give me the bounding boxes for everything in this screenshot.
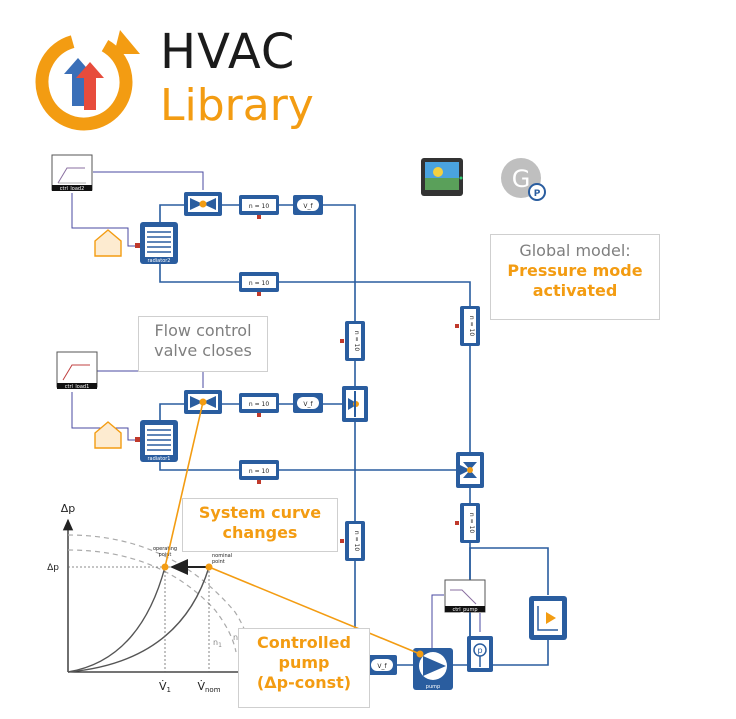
ctrl-load2-block[interactable]: ctrl_load2 (51, 154, 93, 192)
callout-valve-line1: Flow control (154, 321, 252, 340)
junction-lower[interactable] (456, 452, 484, 488)
pipe-segment-vertical[interactable]: n = 10 (340, 321, 365, 361)
pump-block[interactable]: pump (413, 648, 453, 690)
heat-source-label: heat_gas (578, 590, 584, 613)
callout-pump-line1: Controlled (257, 633, 351, 652)
monitor-icon[interactable] (421, 158, 463, 196)
pipe-label: n = 10 (468, 316, 475, 336)
global-model-icon[interactable]: G P (501, 158, 546, 201)
operating-point-label-1: operating (153, 546, 177, 552)
ctrl-load2-label: ctrl_load2 (60, 186, 85, 192)
ctrl-load1-block[interactable]: ctrl_load1 (56, 351, 98, 390)
pipe-label: n = 10 (249, 468, 269, 475)
callout-valve-closes: Flow control valve closes (138, 316, 268, 372)
pipe-label: n = 10 (249, 280, 269, 287)
callout-system-line2: changes (222, 523, 298, 542)
callout-global-line3: activated (532, 281, 618, 300)
callout-valve-line2: valve closes (154, 341, 252, 360)
graph-y-label: Δp (61, 502, 76, 515)
callout-pump-line2: pump (278, 653, 330, 672)
control-valve-2[interactable] (184, 192, 222, 216)
pipe-label: n = 10 (249, 401, 269, 408)
pipe-label: n = 10 (249, 203, 269, 210)
flow-sensor[interactable]: V_f (293, 393, 323, 413)
annotation-lines (164, 401, 421, 655)
pipe-segment[interactable]: n = 10 (239, 272, 279, 296)
pump-label: pump (426, 684, 440, 690)
pipe-label: n = 10 (353, 531, 360, 551)
logo-title-library: Library (160, 80, 314, 131)
ctrl-load1-label: ctrl_load1 (65, 384, 90, 390)
callout-global-line2: Pressure mode (507, 261, 643, 280)
pipe-segment[interactable]: n = 10 (239, 195, 279, 219)
pipe-segment-vertical[interactable]: n = 10 (340, 521, 365, 561)
callout-pump-line3: (Δp-const) (256, 673, 352, 692)
pipe-label: n = 10 (353, 331, 360, 351)
radiator2-block[interactable]: radiator2 (135, 222, 178, 264)
callout-system-curve: System curve changes (182, 498, 338, 552)
radiator2-label: radiator2 (147, 258, 170, 264)
nominal-point-label-1: nominal (212, 553, 232, 559)
callout-global-line1: Global model: (519, 241, 631, 260)
radiator1-label: radiator1 (147, 456, 170, 462)
flow-sensor-label: V_f (303, 203, 313, 210)
pump-curve-graph: Δp V̇ Δp V̇1 V̇nom operating point nomin… (47, 502, 273, 694)
junction-upper[interactable] (342, 386, 368, 422)
global-p-letter: P (534, 189, 541, 199)
heat-source-block[interactable]: heat_gas (529, 590, 584, 640)
flow-sensor[interactable]: V_f (293, 195, 323, 215)
curve-n1-label: n1 (213, 638, 222, 649)
pressure-symbol: p (477, 646, 482, 655)
room-icon (94, 229, 122, 257)
pipe-segment[interactable]: n = 10 (239, 460, 279, 484)
pipe-segment-vertical[interactable]: n = 10 (455, 503, 480, 543)
room-icon (94, 421, 122, 449)
radiator1-block[interactable]: radiator1 (135, 420, 178, 462)
flow-sensor-label: V_f (303, 401, 313, 408)
callout-system-line1: System curve (198, 503, 322, 522)
graph-y-tick: Δp (47, 563, 59, 573)
graph-x-tick-2: V̇nom (197, 680, 220, 694)
graph-x-tick-1: V̇1 (159, 680, 171, 694)
ctrl-pump-label: ctrl_pump (452, 607, 477, 613)
callout-global-model: Global model: Pressure mode activated (490, 234, 660, 320)
hvac-logo-icon (35, 30, 140, 131)
flow-sensor-label: V_f (377, 663, 387, 670)
operating-point-label-2: point (159, 552, 172, 558)
pipe-segment-vertical[interactable]: n = 10 (455, 306, 480, 346)
flow-sensor[interactable]: V_f (367, 655, 397, 675)
pipe-label: n = 10 (468, 513, 475, 533)
logo-title-hvac: HVAC (160, 24, 296, 80)
ctrl-pump-block[interactable]: ctrl_pump (444, 579, 486, 613)
nominal-point-label-2: point (212, 559, 225, 565)
pipe-segment[interactable]: n = 10 (239, 393, 279, 417)
callout-controlled-pump: Controlled pump (Δp-const) (238, 628, 370, 708)
global-g-letter: G (512, 165, 531, 193)
pressure-sensor[interactable]: p (467, 636, 493, 672)
